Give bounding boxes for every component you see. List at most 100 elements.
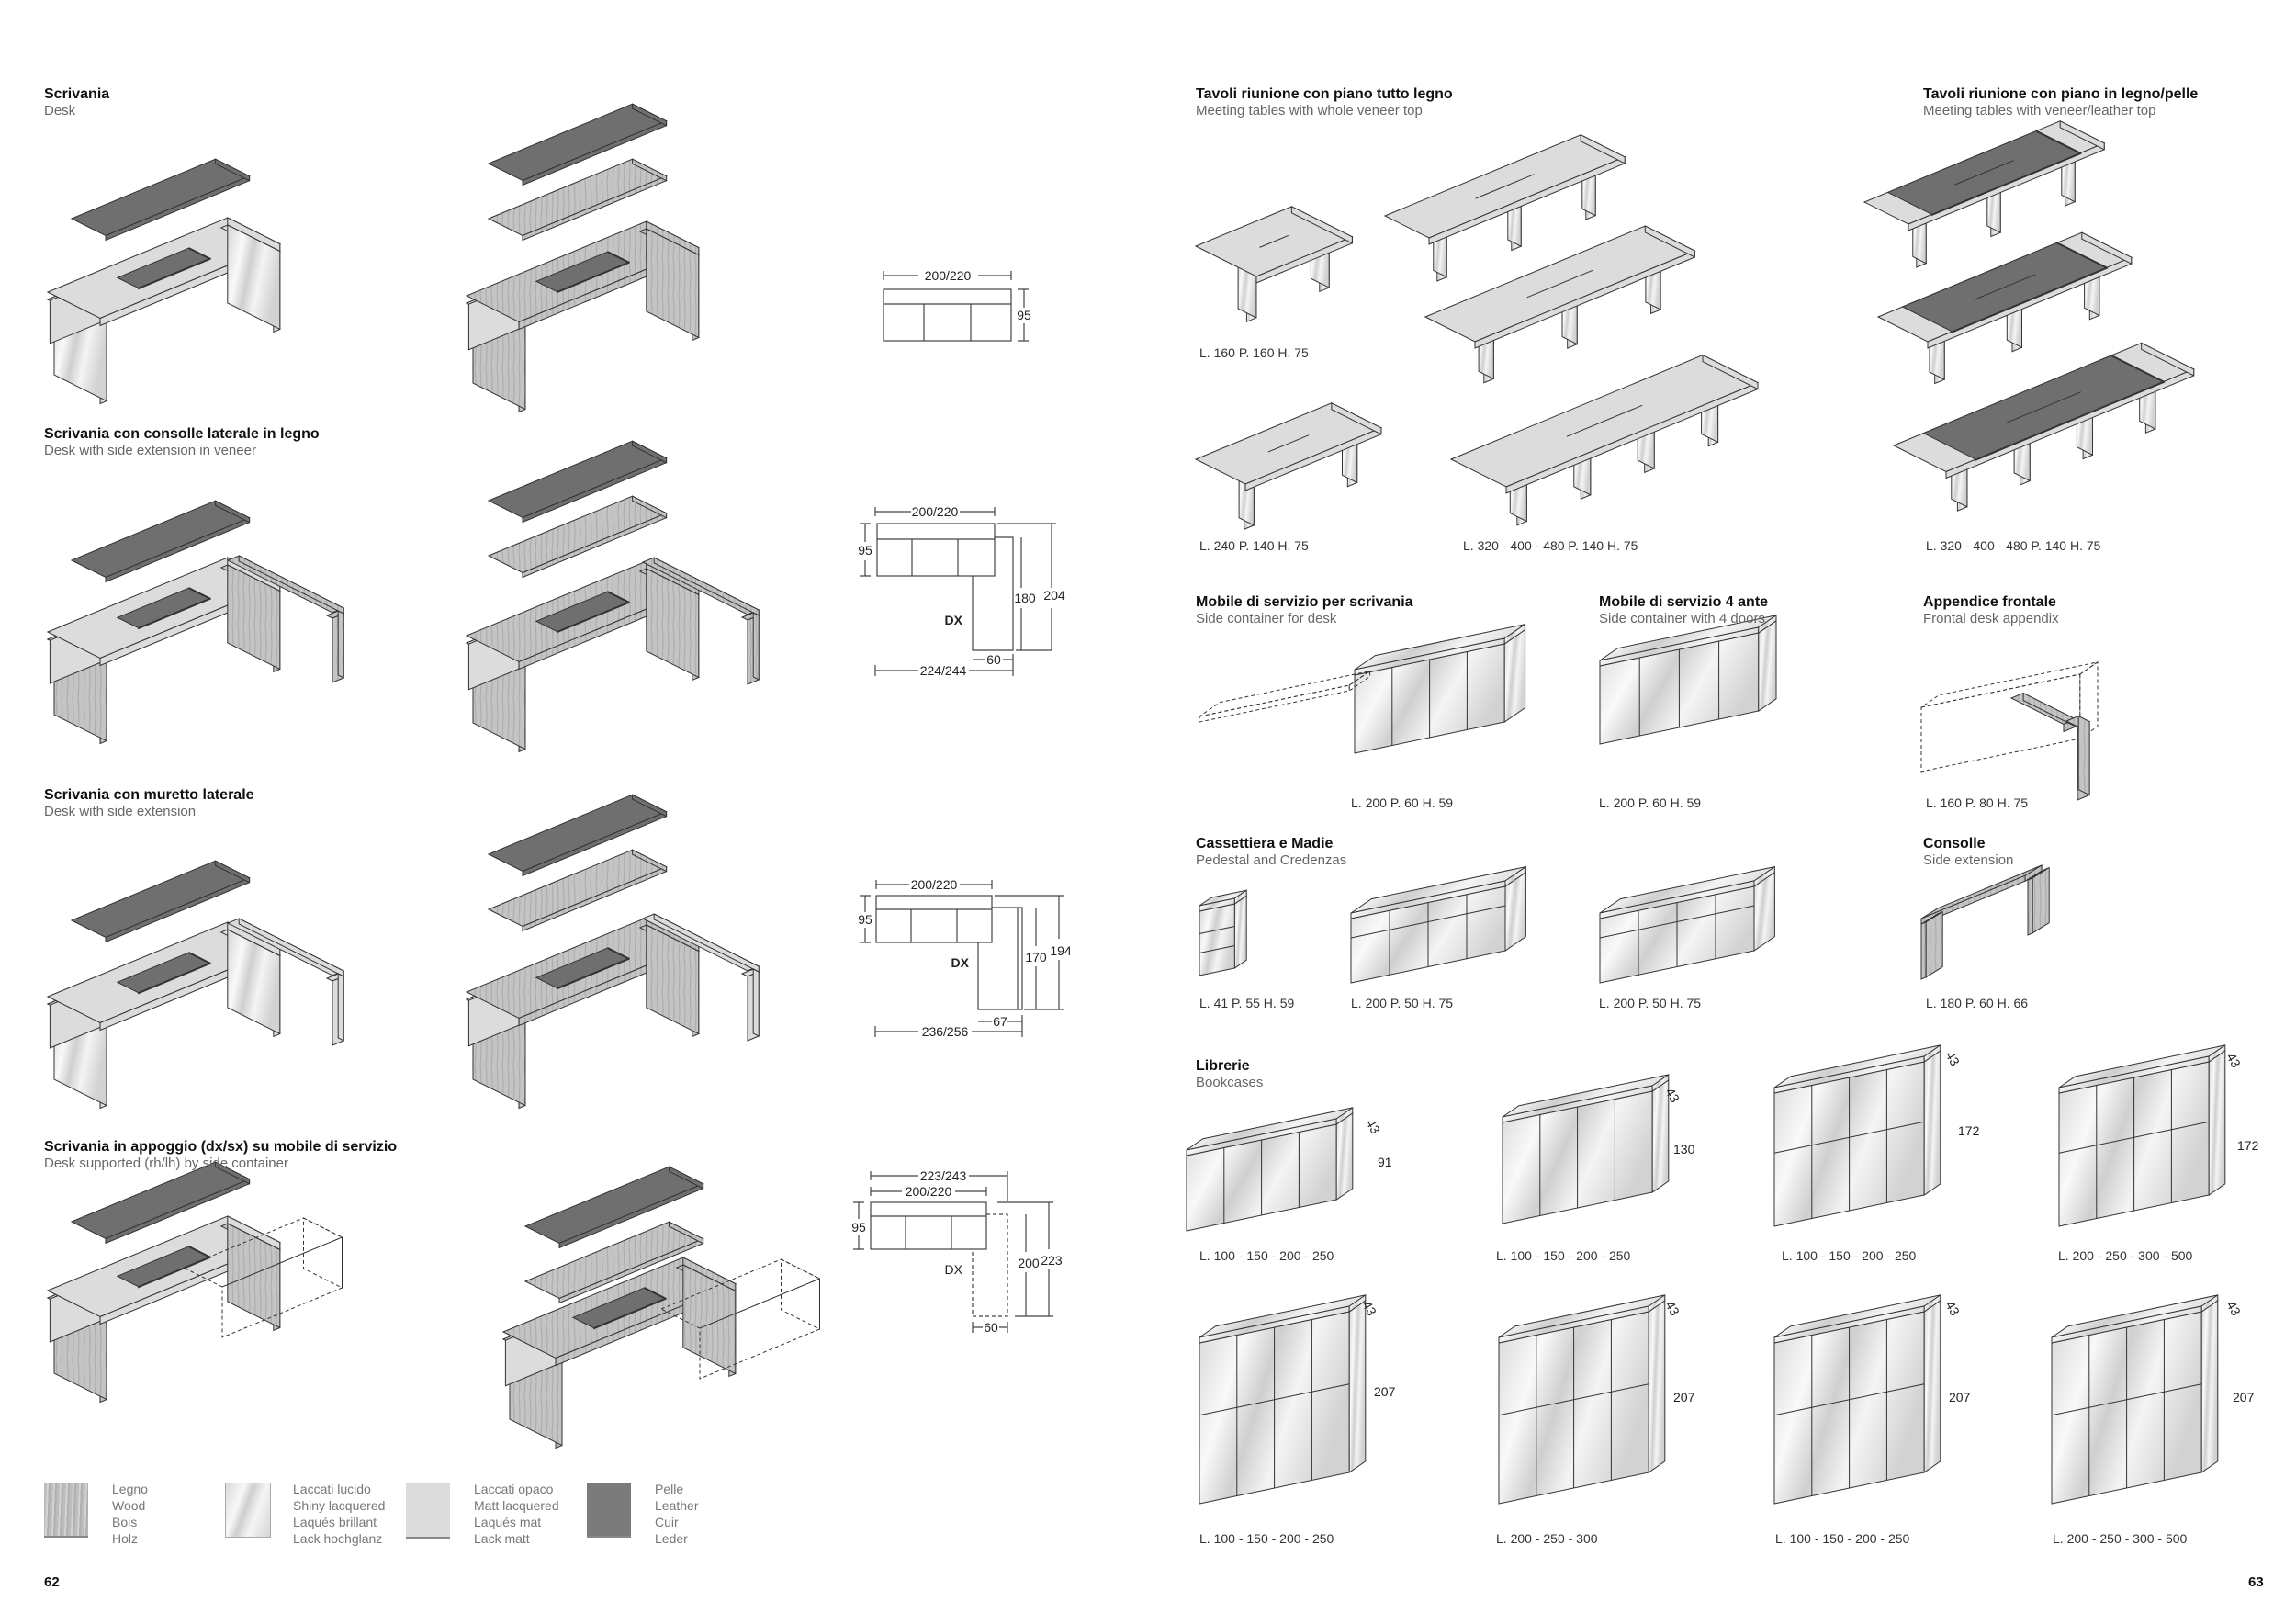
dimension-label: L. 240 P. 140 H. 75 [1199, 538, 1309, 553]
section-subtitle: Side container for desk [1196, 611, 1337, 626]
cabinet-body-side [1923, 1299, 1941, 1473]
dimension-label: L. 200 - 250 - 300 [1496, 1531, 1598, 1546]
tabletop-side [1644, 225, 1695, 258]
top-panel-side [669, 1166, 704, 1190]
plan-desk-consolle [860, 507, 1056, 676]
section-subtitle: Bookcases [1196, 1075, 1264, 1090]
consolle-leg-front [1920, 921, 1927, 980]
legend-line: Laccati opaco [474, 1482, 554, 1496]
cabinet-top-side [1923, 1293, 1941, 1313]
leather-inlay-side [188, 247, 211, 261]
section-subtitle: Desk with side extension in veneer [44, 443, 256, 458]
consolle-top-side [2024, 864, 2043, 883]
leather-inlay-side [607, 946, 630, 961]
right-leg-side [227, 224, 281, 331]
cabinet-body-side [1648, 1299, 1666, 1473]
credenza [1350, 865, 1526, 984]
section-subtitle: Pedestal and Credenzas [1196, 852, 1347, 868]
leather-inlay-side [607, 591, 630, 604]
top-panel-side [632, 158, 668, 182]
plan4-side: DX [945, 1262, 963, 1277]
plan4-total-depth: 223 [1041, 1253, 1063, 1268]
top-panel-side [669, 1221, 704, 1245]
legend-line: Leder [655, 1531, 688, 1546]
cabinet-top-side [1348, 1293, 1367, 1313]
cabinet-top-side [2200, 1293, 2219, 1313]
cabinet-top-side [1753, 865, 1775, 887]
bookcase-height: 207 [1673, 1390, 1695, 1404]
plan3-depth: 95 [858, 912, 872, 927]
top-panel-side [632, 440, 668, 464]
desk-outline-side [2079, 660, 2099, 739]
tabletop-side [1331, 401, 1382, 435]
plan-desk-supported [853, 1171, 1053, 1333]
leather-inlay-side [188, 587, 211, 601]
plan1-depth: 95 [1017, 308, 1031, 322]
top-panel-side [215, 158, 251, 182]
tabletop-side [2081, 231, 2133, 265]
plan2-width: 200/220 [912, 504, 959, 519]
cable-slot [1267, 434, 1310, 453]
dimension-label: L. 160 P. 80 H. 75 [1926, 795, 2029, 810]
cable-slot [1954, 160, 2014, 186]
plan-desk [883, 271, 1029, 342]
plan4-overall-width: 223/243 [920, 1168, 967, 1183]
leather-inlay-side [2056, 242, 2108, 270]
desk-muretto-matt [46, 860, 345, 1110]
cable-slot [1566, 404, 1643, 437]
cabinet-body-side [2208, 1049, 2226, 1196]
consolle-top-top [1920, 864, 2043, 919]
section-subtitle: Meeting tables with whole veneer top [1196, 103, 1423, 118]
bookcase-207-open [1498, 1293, 1666, 1505]
desk-consolle-wood [465, 440, 760, 753]
cabinet-top-side [1504, 865, 1526, 887]
top-panel-side [215, 1161, 251, 1185]
dimension-label: L. 200 P. 50 H. 75 [1351, 996, 1454, 1010]
meeting-table-leather-400 [1876, 231, 2133, 385]
cabinet-top-side [1923, 1043, 1941, 1063]
desk-on-container [46, 1161, 343, 1404]
container-outline-top [659, 1258, 821, 1329]
bookcase-depth: 43 [1363, 1117, 1383, 1137]
bookcase-height: 172 [2237, 1138, 2259, 1153]
pedestal [1199, 889, 1247, 976]
cable-slot [1259, 234, 1289, 248]
section-title: Librerie [1196, 1058, 1250, 1074]
consolle-leg-front [2027, 877, 2033, 936]
section-subtitle: Side container with 4 doors [1599, 611, 1765, 626]
bookcase-130 [1502, 1073, 1670, 1224]
bookcase-172 [1773, 1043, 1941, 1227]
plan2-total-width: 224/244 [920, 663, 967, 678]
dimension-label: L. 320 - 400 - 480 P. 140 H. 75 [1926, 538, 2101, 553]
section-title: Mobile di servizio per scrivania [1196, 594, 1413, 610]
section-subtitle: Meeting tables with veneer/leather top [1923, 103, 2156, 118]
right-leg-side [646, 568, 700, 679]
shelf-line [1350, 905, 1506, 939]
legend-line: Laqués mat [474, 1515, 542, 1529]
plan3-return-length: 170 [1025, 950, 1047, 964]
cabinet-body-side [1758, 619, 1777, 712]
dimension-label: L. 160 P. 160 H. 75 [1199, 345, 1309, 360]
plan2-total-depth: 204 [1043, 588, 1065, 603]
cabinet-top-side [1651, 1073, 1670, 1092]
section-subtitle: Frontal desk appendix [1923, 611, 2059, 626]
shelf-line [2058, 1121, 2210, 1154]
legend-line: Laccati lucido [293, 1482, 371, 1496]
top-panel-side [632, 495, 668, 519]
section-subtitle: Desk [44, 103, 76, 118]
shelf-line [1773, 1121, 1925, 1154]
bookcase-depth: 43 [2223, 1051, 2244, 1071]
bookcase-height: 130 [1673, 1142, 1695, 1156]
cabinet-body-front [1199, 903, 1235, 976]
dimension-label: L. 100 - 150 - 200 - 250 [1775, 1531, 1910, 1546]
dimension-label: L. 100 - 150 - 200 - 250 [1496, 1248, 1631, 1263]
top-panel-side [215, 500, 251, 524]
tabletop-side [1580, 133, 1626, 164]
top-panel-side [632, 103, 668, 127]
desk-outline-front [1199, 684, 1350, 723]
section-title: Appendice frontale [1923, 594, 2056, 610]
return-leg-side [337, 610, 344, 679]
